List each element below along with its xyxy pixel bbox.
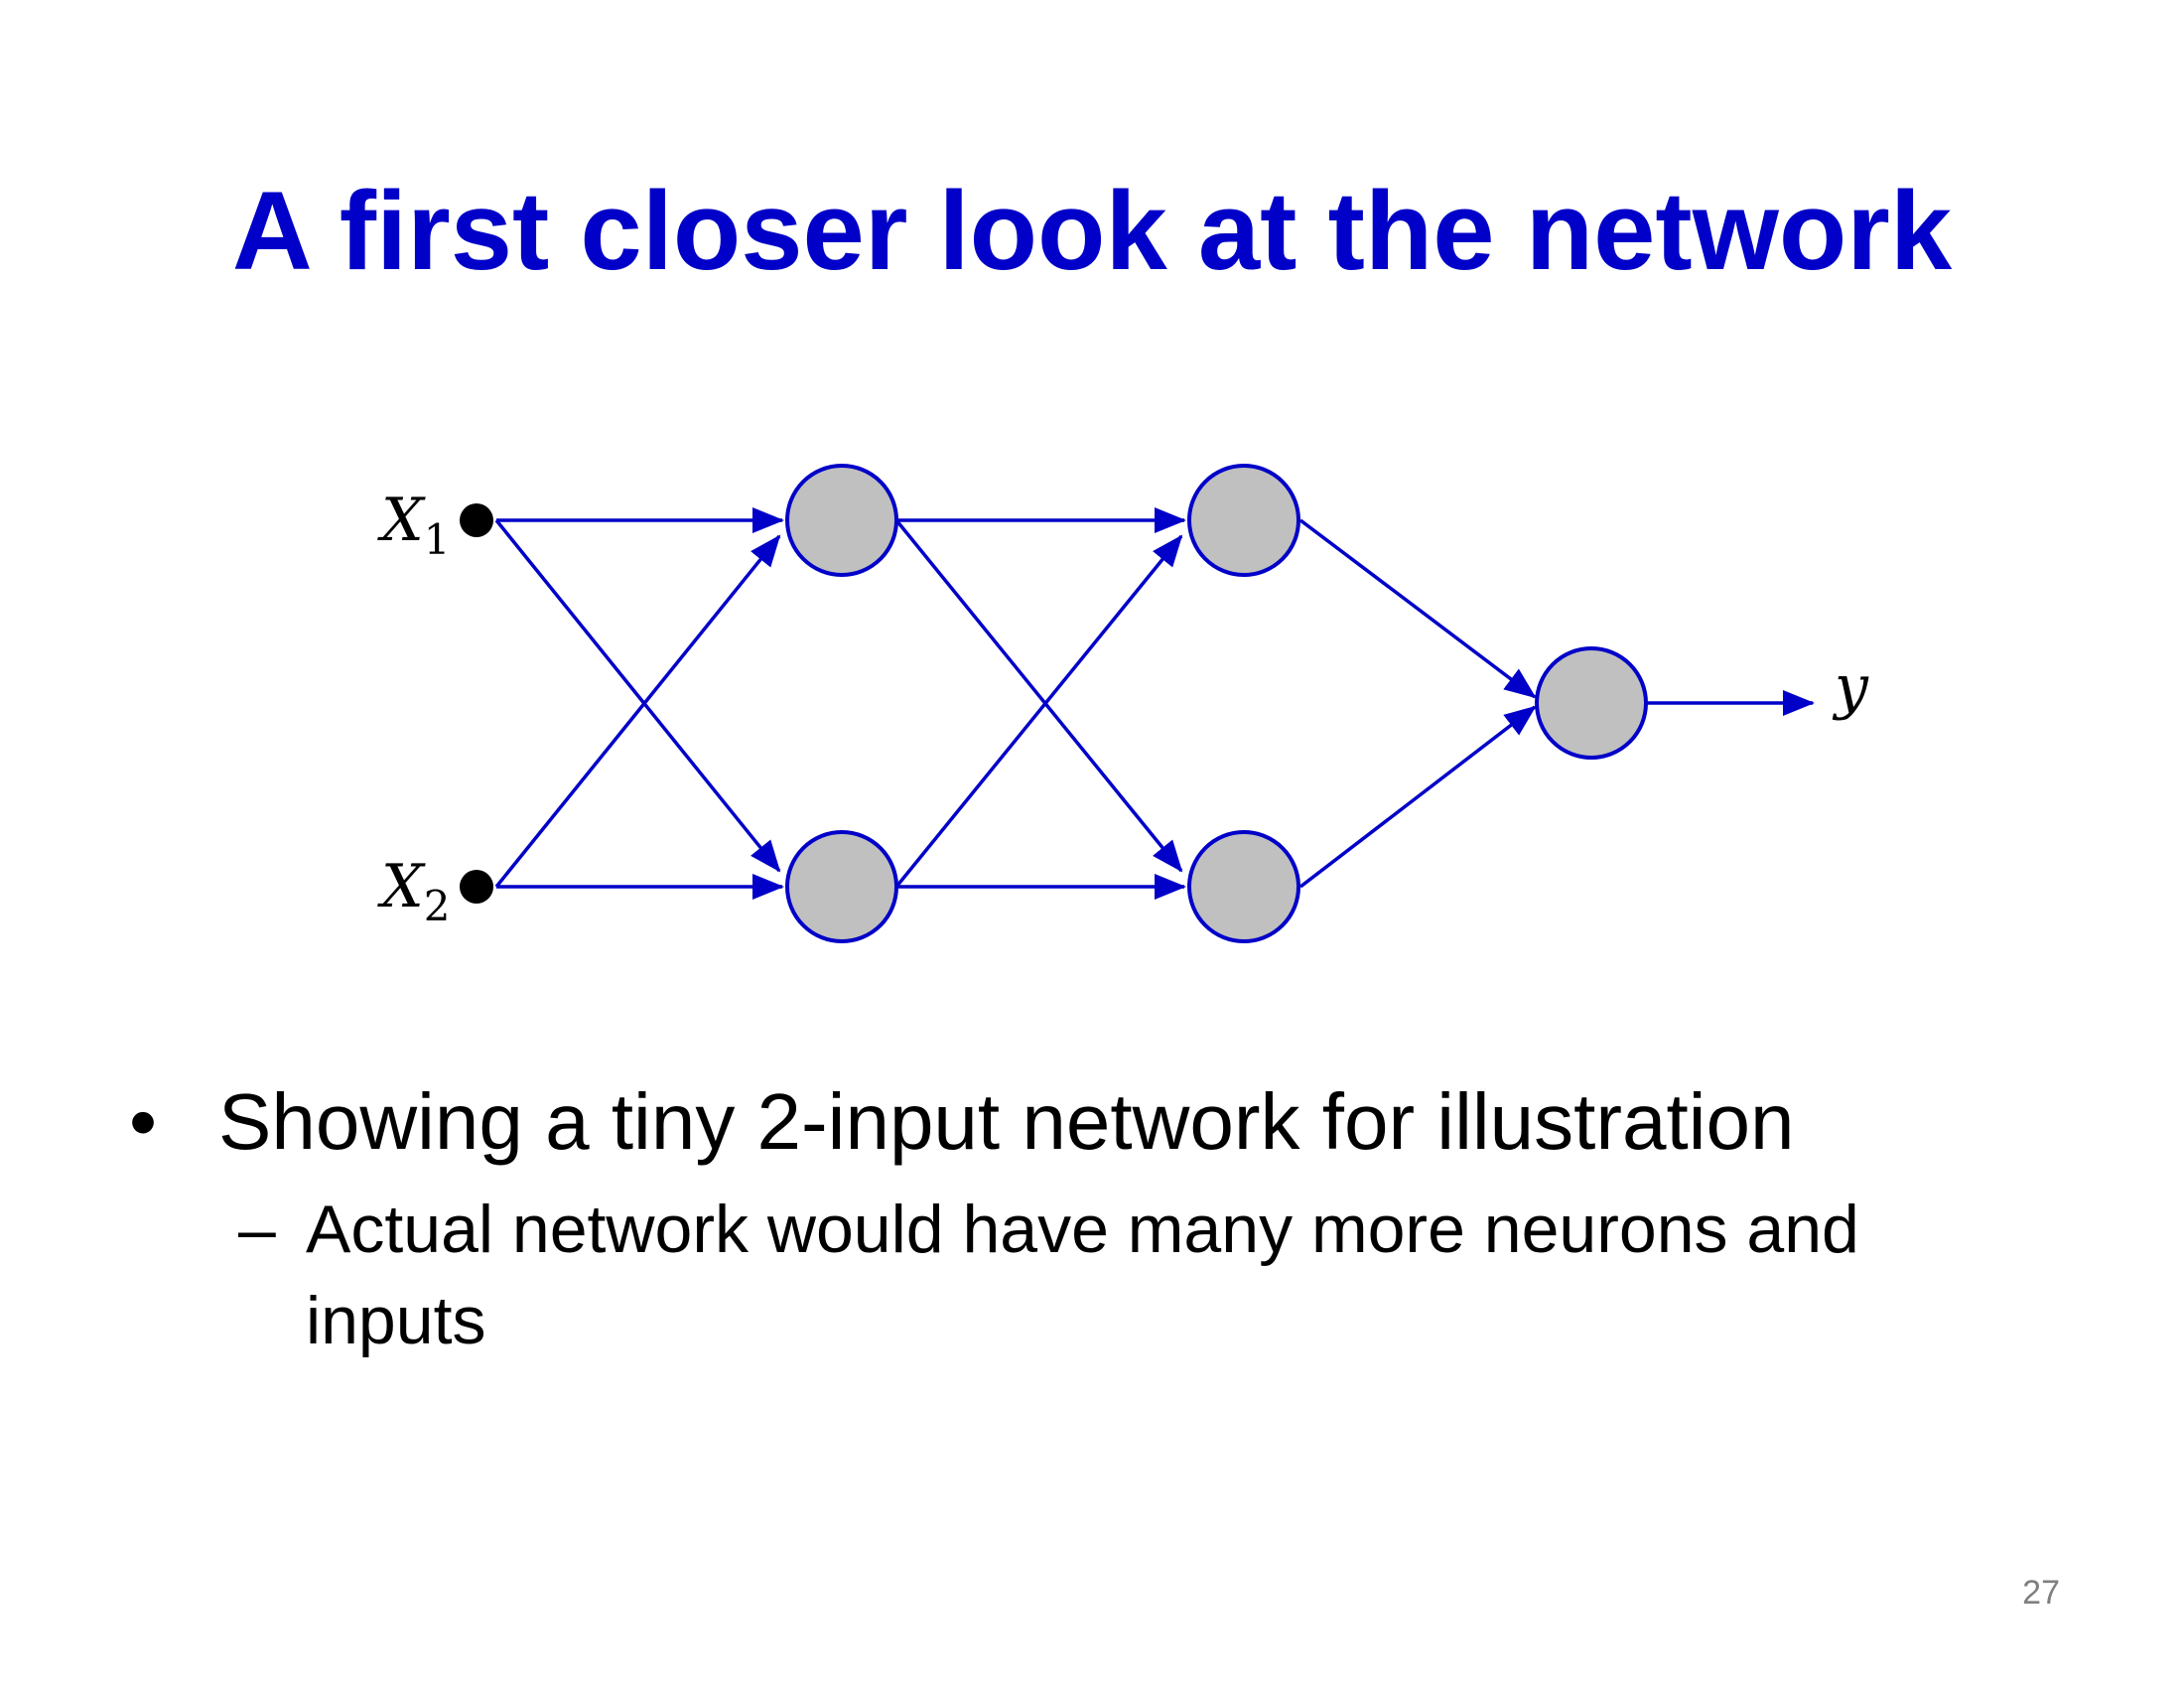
- neuron-h2b: [1187, 830, 1300, 943]
- neuron-h2a: [1187, 464, 1300, 577]
- input-label-x2-letter: X: [377, 852, 426, 921]
- edge-x1-h1b: [494, 518, 781, 873]
- neuron-h1a: [785, 464, 898, 577]
- input-label-x1: X1: [377, 486, 450, 564]
- sub-bullet-text: Actual network would have many more neur…: [306, 1192, 1859, 1358]
- input-node-x1: [460, 503, 493, 537]
- bullet-text: Showing a tiny 2-input network for illus…: [218, 1077, 1795, 1166]
- input-node-x2: [460, 870, 493, 904]
- input-nodes: [460, 503, 493, 904]
- bullet-marker: •: [129, 1077, 158, 1166]
- neuron-h1b: [785, 830, 898, 943]
- edges-input-to-hidden1: [494, 507, 784, 900]
- input-label-x1-subscript: 1: [424, 515, 451, 564]
- edge-x2-h1a: [494, 534, 781, 889]
- edges-hidden1-to-hidden2: [894, 507, 1186, 900]
- page-number: 27: [2022, 1574, 2060, 1612]
- neurons: [785, 464, 1648, 943]
- sub-bullet-marker: –: [238, 1192, 276, 1267]
- bullet-item: • Showing a tiny 2-input network for ill…: [129, 1072, 2075, 1172]
- input-label-x1-letter: X: [377, 486, 426, 555]
- neuron-output: [1535, 646, 1648, 760]
- edge-h1b-h2a: [894, 534, 1183, 889]
- output-label-y: y: [1832, 652, 1869, 722]
- edge-h2a-out: [1298, 518, 1537, 699]
- sub-bullet-item: – Actual network would have many more ne…: [238, 1184, 1934, 1366]
- bullet-list: • Showing a tiny 2-input network for ill…: [129, 1072, 2075, 1366]
- edges-hidden2-to-output: [1298, 518, 1815, 889]
- slide-title: A first closer look at the network: [231, 169, 1953, 293]
- edge-h2b-out: [1298, 705, 1537, 889]
- edge-h1a-h2b: [894, 518, 1183, 873]
- input-label-x2: X2: [377, 852, 450, 930]
- input-label-x2-subscript: 2: [424, 882, 451, 930]
